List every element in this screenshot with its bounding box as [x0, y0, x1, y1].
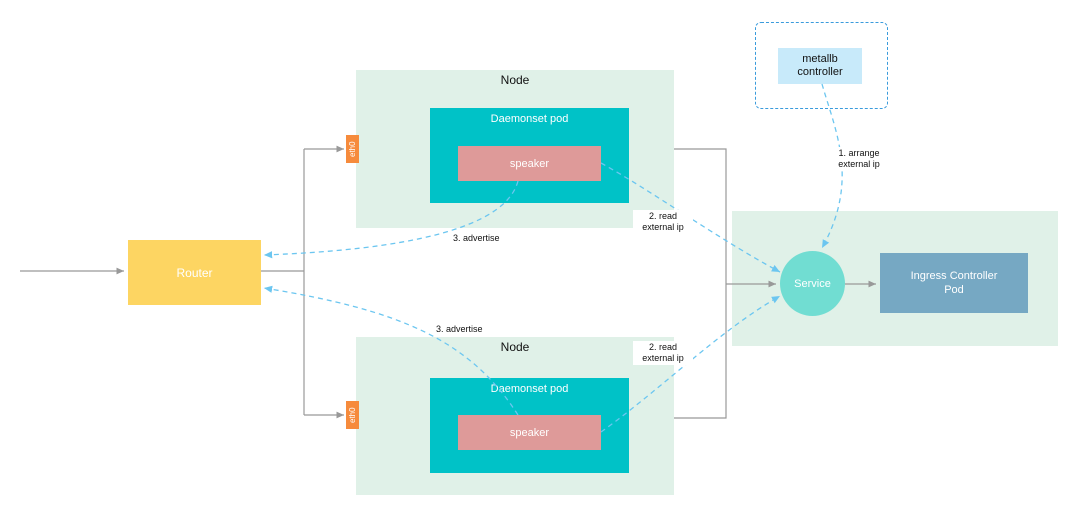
daemonset-pod-top-title: Daemonset pod — [490, 113, 569, 125]
ingress-controller-pod: Ingress Controller Pod — [880, 253, 1028, 313]
label-read-external-ip-bottom: 2. read external ip — [633, 341, 693, 365]
label-arrange-external-ip: 1. arrange external ip — [829, 147, 889, 171]
speaker-bottom: speaker — [458, 415, 601, 450]
daemonset-pod-bottom-title: Daemonset pod — [490, 383, 569, 395]
edge-node-top-to-service — [674, 148, 727, 419]
edge-speaker-top-advertise — [263, 180, 519, 259]
speaker-top: speaker — [458, 146, 601, 181]
edge-speaker-bottom-read-ip — [600, 295, 781, 433]
label-read-external-ip-top: 2. read external ip — [633, 210, 693, 234]
edge-speaker-bottom-advertise — [263, 285, 519, 416]
node-bottom-title: Node — [500, 340, 530, 354]
label-advertise-bottom: 3. advertise — [434, 323, 485, 336]
label-advertise-top: 3. advertise — [451, 232, 502, 245]
node-top-title: Node — [500, 73, 530, 87]
router: Router — [128, 240, 261, 305]
metallb-controller: metallb controller — [778, 48, 862, 84]
service: Service — [780, 251, 845, 316]
